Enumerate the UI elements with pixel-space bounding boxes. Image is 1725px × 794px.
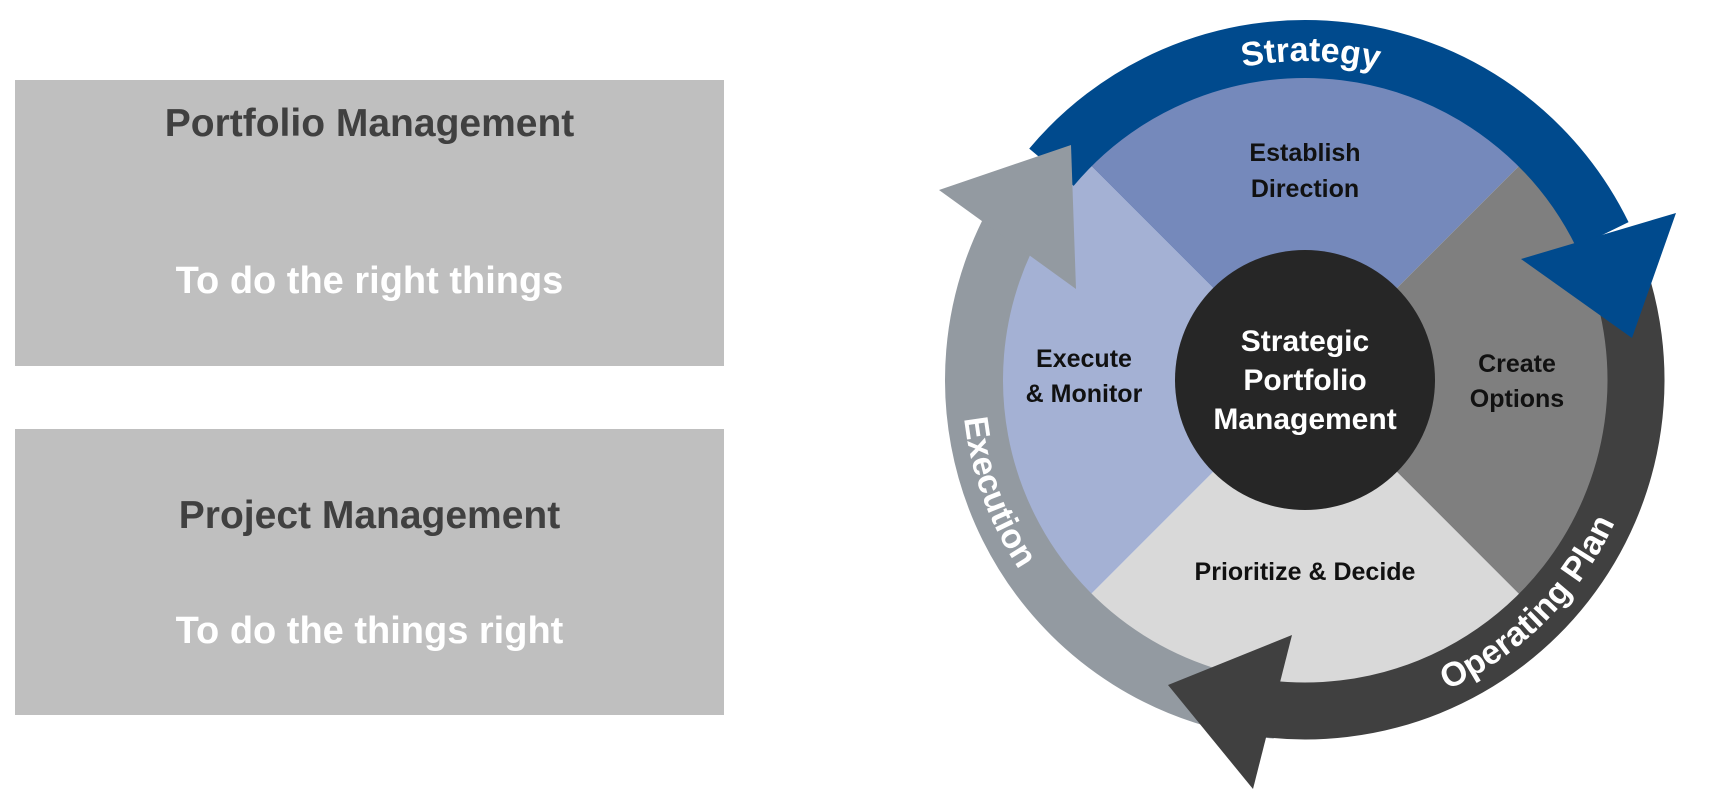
center-label: Strategic [1241,325,1369,358]
project-management-box: Project Management To do the things righ… [15,429,724,715]
box-title: Project Management [178,494,561,537]
quadrant-label: Create [1478,350,1556,378]
quadrant-label: Prioritize & Decide [1195,558,1416,586]
quadrant-label: Options [1470,385,1564,413]
execution-arrowhead [939,145,1076,289]
center-label: Portfolio [1243,364,1366,397]
box-subtitle: To do the right things [175,260,564,302]
quadrant-label: & Monitor [1026,380,1143,408]
strategy-arc [1029,20,1629,248]
portfolio-management-box: Portfolio Management To do the right thi… [15,80,724,366]
quadrant-label: Execute [1036,345,1132,373]
quadrant-establish-direction [1085,69,1525,380]
box-title: Portfolio Management [164,102,575,145]
center-label: Management [1213,403,1396,436]
quadrant-label: Direction [1251,175,1359,203]
operating-plan-arrowhead [1168,635,1292,789]
quadrant-label: Establish [1249,139,1360,167]
center-circle [1175,250,1435,510]
operating-plan-arc [1254,245,1665,740]
quadrant-prioritize-decide [1085,380,1525,690]
box-subtitle: To do the things right [175,610,564,652]
strategy-arrowhead [1521,213,1676,338]
